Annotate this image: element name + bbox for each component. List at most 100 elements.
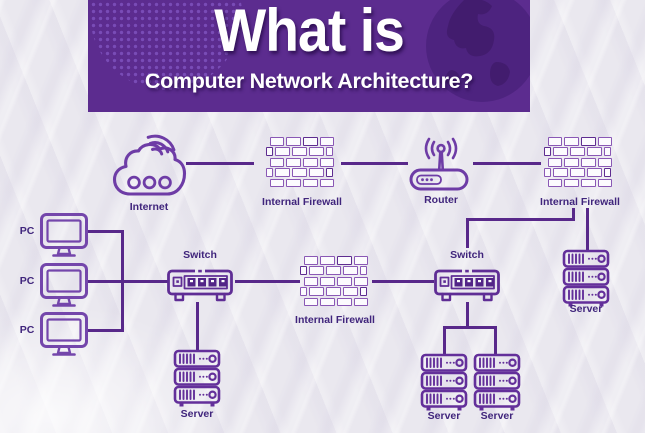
server-icon [562, 249, 610, 308]
brick [564, 157, 579, 167]
brick [303, 137, 318, 146]
wire-firewallTR-switchR [466, 218, 575, 221]
brick [326, 266, 341, 276]
monitor-icon [40, 213, 88, 257]
subtitle: Computer Network Architecture? [144, 69, 474, 93]
brick [343, 287, 358, 296]
wire-pc1-bus [88, 230, 122, 233]
brick [309, 266, 324, 276]
brick [304, 256, 318, 265]
globe-icon [426, 0, 530, 102]
server-top-right-label: Server [569, 303, 603, 315]
title-banner: What is Computer Network Architecture? [88, 0, 530, 112]
brick [581, 178, 596, 188]
brick-row [266, 147, 336, 157]
brick-row [544, 137, 614, 146]
brick [309, 168, 324, 177]
brick [320, 178, 334, 188]
brick [604, 147, 611, 157]
brick [343, 266, 358, 276]
brick-row [300, 266, 370, 276]
brick [604, 168, 611, 177]
brick [309, 147, 324, 157]
brick [275, 168, 290, 177]
server-icon [473, 353, 521, 412]
brick-row [266, 178, 336, 188]
brick [275, 147, 290, 157]
wire-branch-horizontal [443, 326, 497, 329]
brick [286, 137, 301, 146]
switch-icon [434, 267, 500, 302]
monitor-icon [40, 263, 88, 307]
firewall-icon-top-left [266, 137, 336, 191]
server-bottom-mid1-label: Server [427, 410, 461, 422]
wire-pc-bus-vertical [121, 230, 124, 332]
brick [292, 168, 307, 177]
wire-firewallTR-serverTR [586, 208, 589, 252]
monitor-icon [40, 312, 88, 356]
brick [354, 276, 368, 286]
wire-switchR-branch [466, 302, 469, 329]
wire-firewallTR-stub [572, 208, 575, 221]
wire-pc2-switch [88, 280, 168, 283]
brick-row [544, 157, 614, 167]
brick [300, 287, 307, 296]
brick [587, 147, 602, 157]
brick [570, 168, 585, 177]
switch-left-label: Switch [183, 249, 217, 261]
brick [320, 256, 335, 265]
brick [337, 256, 352, 265]
cloud-icon [112, 130, 187, 196]
brick [320, 137, 334, 146]
wire-branch-serverM1 [443, 326, 446, 356]
server-bottom-left-label: Server [180, 408, 214, 420]
brick [266, 147, 273, 157]
brick-row [544, 147, 614, 157]
server-icon [420, 353, 468, 412]
brick [304, 297, 318, 307]
internet-label: Internet [129, 201, 169, 213]
brick [320, 297, 335, 307]
brick [570, 147, 585, 157]
wire-branch-serverM2 [494, 326, 497, 356]
brick [286, 178, 301, 188]
brick [292, 147, 307, 157]
pc2-label: PC [19, 275, 35, 287]
brick-row [300, 287, 370, 296]
server-bottom-mid2-label: Server [480, 410, 514, 422]
brick [326, 147, 333, 157]
brick-row [266, 137, 336, 146]
brick [544, 168, 551, 177]
wire-router-firewall [473, 162, 541, 165]
wire-down-to-switchR [466, 218, 469, 248]
wire-firewall-router [341, 162, 408, 165]
wire-switchL-server [196, 302, 199, 351]
brick [564, 178, 579, 188]
wire-firewall-mid-switch [372, 280, 434, 283]
switch-right-label: Switch [450, 249, 484, 261]
brick [564, 137, 579, 146]
brick [320, 276, 335, 286]
brick [270, 178, 284, 188]
brick [270, 137, 284, 146]
wire-pc3-bus [88, 329, 122, 332]
brick [544, 147, 551, 157]
brick [548, 157, 562, 167]
brick-row [266, 168, 336, 177]
switch-icon [167, 267, 233, 302]
brick [553, 168, 568, 177]
wire-switch-firewall-mid [235, 280, 300, 283]
brick [360, 266, 367, 276]
pc3-label: PC [19, 324, 35, 336]
pc1-label: PC [19, 225, 35, 237]
firewall-middle-label: Internal Firewall [295, 314, 375, 326]
brick [598, 137, 612, 146]
firewall-top-right-label: Internal Firewall [540, 196, 620, 208]
brick [548, 137, 562, 146]
brick [320, 157, 334, 167]
brick [548, 178, 562, 188]
brick [581, 137, 596, 146]
brick [304, 276, 318, 286]
brick [266, 168, 273, 177]
